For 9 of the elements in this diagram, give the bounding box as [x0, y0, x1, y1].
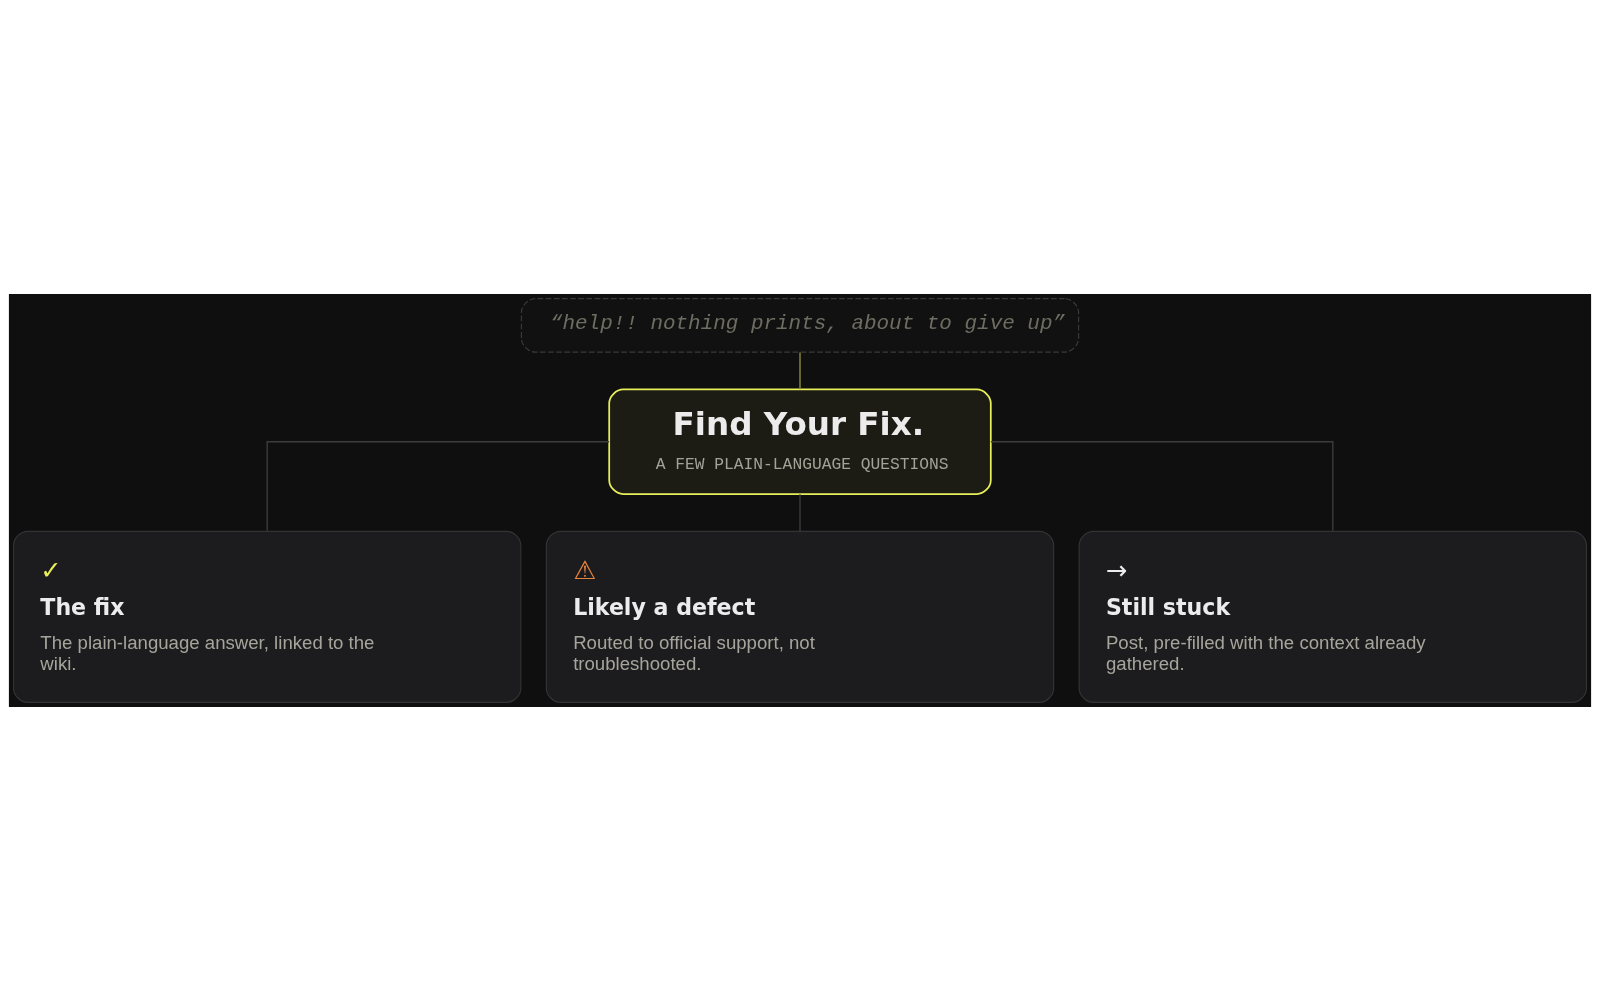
connector: [799, 351, 801, 390]
node-box: ✓ The fix The plain-language answer, linked to the wiki.: [12, 530, 522, 703]
connector: [266, 440, 610, 532]
connector: [799, 493, 801, 532]
connector: [990, 440, 1334, 532]
node-box: ⚠ Likely a defect Routed to official support, not troubleshooted.: [545, 530, 1055, 703]
node-box: “help!! nothing prints, about to give up”: [520, 297, 1080, 353]
node-box: Find Your Fix. A FEW PLAIN-LANGUAGE QUESTIONS: [608, 388, 992, 495]
node-box: → Still stuck Post, pre-filled with the context already gathered.: [1078, 530, 1588, 703]
